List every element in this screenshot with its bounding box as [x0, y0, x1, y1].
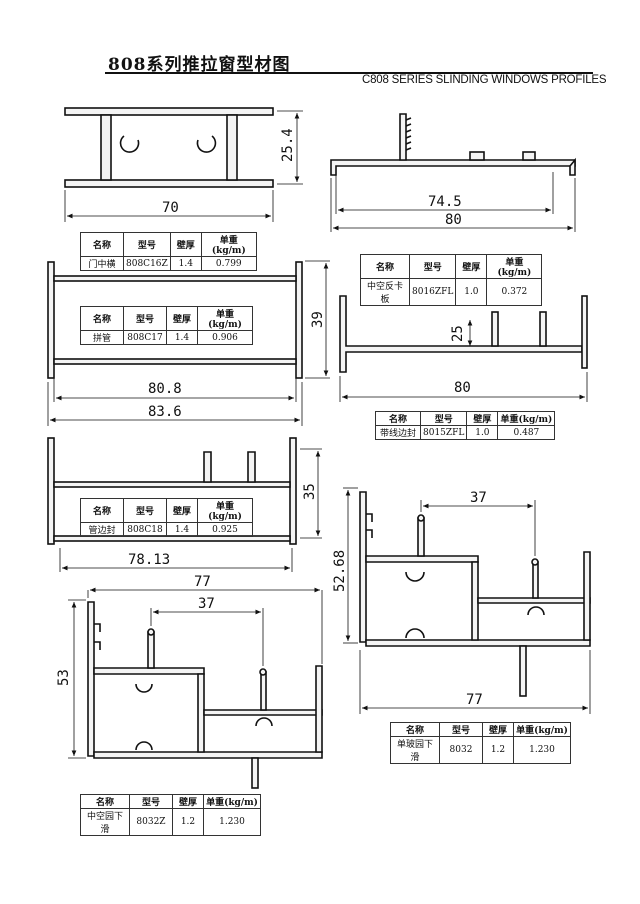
th-wall: 壁厚: [166, 498, 198, 523]
th-name: 名称: [80, 306, 124, 331]
th-name: 名称: [80, 232, 124, 257]
cell-wall: 1.4: [166, 330, 198, 345]
dim-37-left: 37: [198, 596, 215, 612]
th-weight: 单重(kg/m): [197, 306, 253, 331]
th-wall: 壁厚: [172, 794, 204, 809]
profile-8032Z-drawing: [68, 587, 323, 789]
th-weight: 单重(kg/m): [200, 232, 257, 257]
cell-weight: 0.925: [197, 522, 253, 537]
cell-name: 单玻园下滑: [390, 736, 440, 764]
th-weight: 单重(kg/m): [203, 794, 261, 809]
cell-wall: 1.4: [169, 256, 202, 271]
cell-name: 管边封: [80, 522, 124, 537]
profile-8032-drawing: [343, 487, 591, 714]
dim-53: 53: [56, 669, 72, 686]
th-wall: 壁厚: [466, 411, 499, 426]
dim-35: 35: [302, 483, 318, 500]
th-wall: 壁厚: [455, 254, 488, 279]
th-model: 型号: [419, 411, 468, 426]
dim-39: 39: [310, 311, 326, 328]
cell-model: 808C18: [123, 522, 167, 537]
dim-74-5: 74.5: [428, 194, 462, 210]
cell-name: 拼管: [80, 330, 124, 345]
cell-weight: 1.230: [513, 736, 571, 764]
cell-wall: 1.0: [466, 425, 499, 440]
th-weight: 单重(kg/m): [513, 722, 571, 737]
th-model: 型号: [123, 232, 171, 257]
profile-808C16Z-drawing: [64, 107, 303, 222]
dim-78-13: 78.13: [128, 552, 170, 568]
th-weight: 单重(kg/m): [197, 498, 253, 523]
dim-77-right: 77: [466, 692, 483, 708]
th-weight: 单重(kg/m): [497, 411, 556, 426]
dim-80-8: 80.8: [148, 381, 182, 397]
dim-80-top: 80: [445, 212, 462, 228]
th-name: 名称: [390, 722, 440, 737]
th-model: 型号: [123, 306, 167, 331]
th-wall: 壁厚: [169, 232, 202, 257]
cell-wall: 1.4: [166, 522, 198, 537]
profile-8016ZFL-drawing: [330, 113, 576, 232]
cell-weight: 0.799: [200, 256, 257, 271]
profile-808C17-drawing: [47, 260, 330, 426]
dim-77-left: 77: [194, 574, 211, 590]
cell-weight: 0.906: [197, 330, 253, 345]
cell-name: 中空园下滑: [80, 808, 130, 836]
cell-name: 带线边封: [375, 425, 421, 440]
dim-37-right: 37: [470, 490, 487, 506]
dim-70: 70: [162, 200, 179, 216]
cell-model: 8015ZFL: [419, 425, 468, 440]
dim-25-4: 25.4: [280, 128, 296, 162]
cell-wall: 1.0: [455, 278, 488, 306]
th-model: 型号: [129, 794, 173, 809]
page-title-cn: 808系列推拉窗型材图: [108, 55, 291, 75]
cell-wall: 1.2: [172, 808, 204, 836]
dim-52-68: 52.68: [332, 550, 348, 592]
cell-model: 8032: [439, 736, 483, 764]
page-title-en: C808 SERIES SLINDING WINDOWS PROFILES: [362, 74, 607, 86]
th-wall: 壁厚: [482, 722, 514, 737]
cell-model: 8016ZFL: [408, 278, 457, 306]
cell-model: 8032Z: [129, 808, 173, 836]
th-name: 名称: [80, 794, 130, 809]
th-weight: 单重(kg/m): [486, 254, 543, 279]
cell-weight: 0.487: [497, 425, 556, 440]
th-model: 型号: [408, 254, 457, 279]
cell-name: 门中横: [80, 256, 124, 271]
cell-weight: 0.372: [486, 278, 543, 306]
th-name: 名称: [360, 254, 410, 279]
dim-80-mid: 80: [454, 380, 471, 396]
th-name: 名称: [375, 411, 421, 426]
cell-weight: 1.230: [203, 808, 261, 836]
cell-model: 808C16Z: [123, 256, 171, 271]
th-model: 型号: [439, 722, 483, 737]
dim-25: 25: [450, 325, 466, 342]
profile-8015ZFL-drawing: [339, 295, 588, 402]
cell-model: 808C17: [123, 330, 167, 345]
cell-wall: 1.2: [482, 736, 514, 764]
th-wall: 壁厚: [166, 306, 198, 331]
cell-name: 中空反卡板: [360, 278, 410, 306]
th-name: 名称: [80, 498, 124, 523]
dim-83-6: 83.6: [148, 404, 182, 420]
th-model: 型号: [123, 498, 167, 523]
title-underline: [105, 72, 593, 74]
